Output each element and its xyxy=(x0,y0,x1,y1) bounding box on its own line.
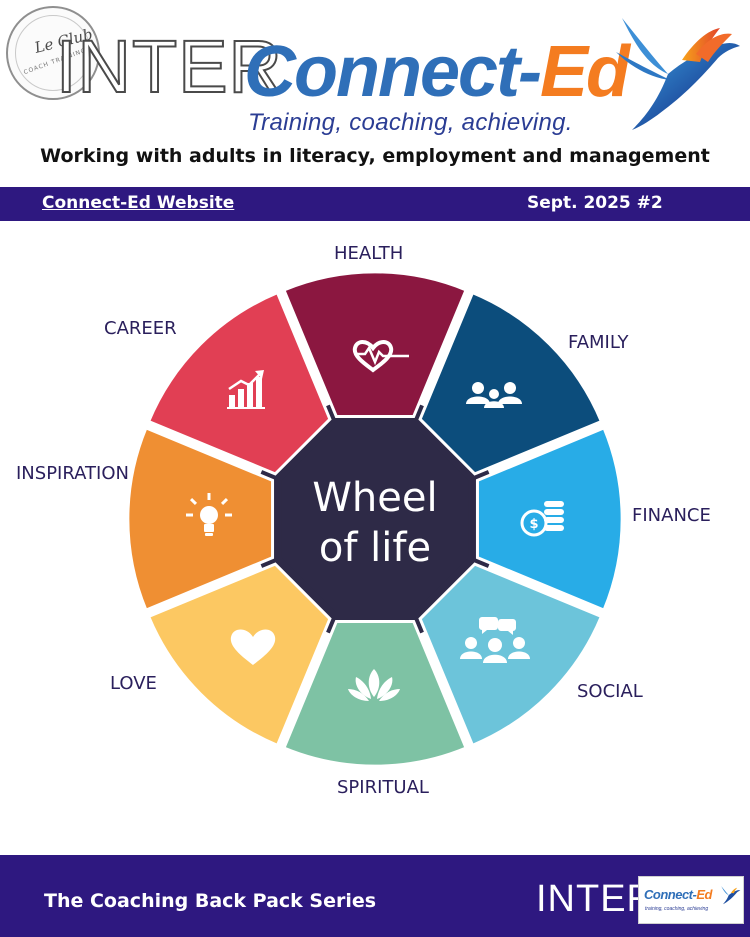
footer-logo-tagline: training, coaching, achieving xyxy=(645,906,709,912)
le-club-badge-logo: Le Club COACH TRAINING xyxy=(6,6,100,100)
footer: The Coaching Back Pack Series INTER Conn… xyxy=(0,855,750,937)
heart-pulse-icon xyxy=(352,340,409,373)
label-finance: FINANCE xyxy=(632,505,711,526)
family-icon xyxy=(466,382,522,408)
connect-ed-logo: Connect-Ed xyxy=(244,36,630,108)
info-bar: Connect-Ed Website Sept. 2025 #2 xyxy=(0,187,750,221)
footer-logo-text: Connect-Ed xyxy=(644,887,712,902)
tagline: Training, coaching, achieving. xyxy=(248,109,573,136)
lotus-icon xyxy=(348,669,400,701)
label-social: SOCIAL xyxy=(577,681,643,702)
wheel-center-octagon xyxy=(281,425,469,613)
footer-inter-logo: INTER xyxy=(536,878,655,920)
coins-icon: $ xyxy=(520,501,564,537)
footer-logo-ed: Ed xyxy=(696,887,712,902)
subtitle: Working with adults in literacy, employm… xyxy=(40,145,710,167)
wheel-of-life-diagram: Wheel of life $ xyxy=(0,221,750,855)
heart-icon xyxy=(230,629,276,665)
footer-series-title: The Coaching Back Pack Series xyxy=(44,890,377,912)
label-inspiration: INSPIRATION xyxy=(16,463,129,484)
badge-inner-ring xyxy=(15,15,91,91)
inter-logo-text: INTER xyxy=(55,25,283,108)
label-career: CAREER xyxy=(104,318,177,339)
growth-chart-icon xyxy=(227,370,265,409)
website-link[interactable]: Connect-Ed Website xyxy=(42,193,235,213)
wheel-segment-love xyxy=(146,562,332,748)
wheel-svg: Wheel of life $ xyxy=(126,270,624,768)
wheel-center-line-2: of life xyxy=(319,525,431,571)
footer-logo-connect: Connect- xyxy=(644,887,697,902)
svg-text:$: $ xyxy=(529,517,538,532)
label-health: HEALTH xyxy=(334,243,404,264)
label-love: LOVE xyxy=(110,673,157,694)
label-family: FAMILY xyxy=(568,332,629,353)
wheel-segment-inspiration xyxy=(126,425,275,613)
social-group-icon xyxy=(460,617,530,663)
bird-logo-icon xyxy=(616,18,740,130)
footer-connect-ed-logo: Connect-Ed training, coaching, achieving xyxy=(638,876,744,924)
logo-ed-text: Ed xyxy=(539,32,630,112)
footer-bird-icon xyxy=(721,886,741,905)
header: Le Club COACH TRAINING INTER Connect-Ed … xyxy=(0,0,750,140)
wheel-center-line-1: Wheel xyxy=(312,475,437,521)
lightbulb-icon xyxy=(186,493,232,536)
label-spiritual: SPIRITUAL xyxy=(337,777,429,798)
issue-date: Sept. 2025 #2 xyxy=(527,193,663,213)
logo-connect-text: Connect- xyxy=(244,32,542,112)
